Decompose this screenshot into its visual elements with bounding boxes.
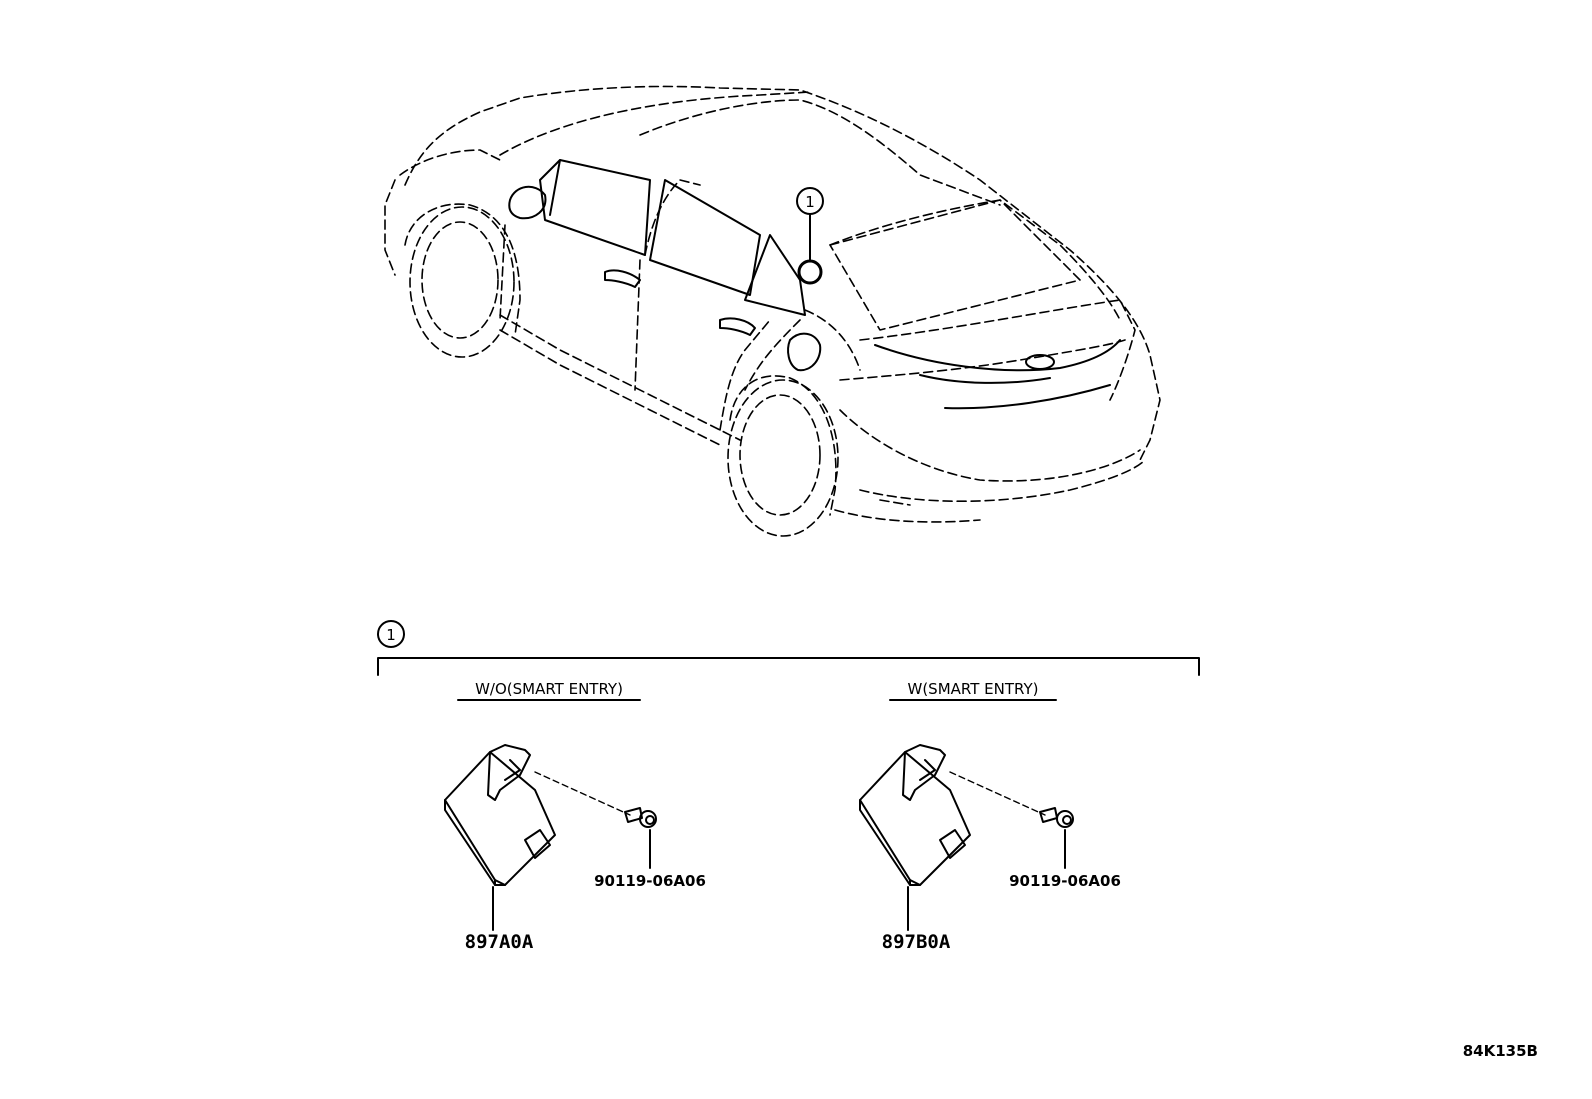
- control-module-icon: [444, 744, 556, 886]
- car-callout: 1: [796, 187, 824, 285]
- part-number-module: 897A0A: [465, 931, 534, 953]
- part-number-module: 897B0A: [882, 931, 951, 953]
- diagram-code: 84K135B: [1463, 1042, 1538, 1060]
- variant-label-with-smart-entry: W(SMART ENTRY): [907, 680, 1038, 698]
- car-callout-number: 1: [805, 193, 815, 211]
- variant-label-without-smart-entry: W/O(SMART ENTRY): [475, 680, 623, 698]
- bolt-icon: [1039, 807, 1074, 828]
- bolt-icon: [624, 807, 657, 828]
- part-number-bolt: 90119-06A06: [594, 872, 706, 890]
- group-bracket: 1: [377, 620, 1200, 676]
- control-module-icon: [859, 744, 971, 886]
- car-illustration: [384, 85, 1161, 537]
- variant-with-smart-entry: W(SMART ENTRY) 897B0A 90119-06A06: [859, 680, 1121, 953]
- variant-without-smart-entry: W/O(SMART ENTRY) 897A0A 90119-06A06: [444, 680, 706, 953]
- group-callout-number: 1: [386, 626, 396, 644]
- part-number-bolt: 90119-06A06: [1009, 872, 1121, 890]
